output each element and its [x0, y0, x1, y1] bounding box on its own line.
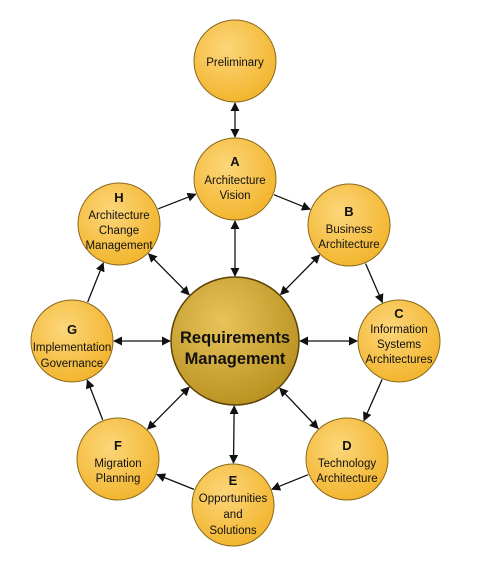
node-b-letter: B	[344, 204, 353, 219]
node-f-line-2: Planning	[96, 473, 141, 485]
node-b-line-2: Architecture	[318, 239, 379, 251]
node-c-information-systems-architectures: C Information Systems Architectures	[357, 299, 441, 383]
arrow-f-to-g	[86, 379, 104, 421]
node-b-circle	[307, 183, 391, 267]
arrow-center-to-e	[229, 405, 239, 464]
node-c-line-2: Systems	[377, 339, 421, 351]
node-b-line-1: Business	[326, 224, 373, 236]
arrow-center-to-b	[279, 254, 321, 296]
arrow-center-to-h	[147, 253, 190, 296]
node-e-letter: E	[229, 473, 238, 488]
node-b-business-architecture: B Business Architecture	[307, 183, 391, 267]
node-h-line-2: Change	[99, 225, 139, 237]
connector-arrows	[86, 102, 384, 491]
node-g-line-1: Implementation	[33, 342, 112, 354]
node-h-architecture-change-management: H Architecture Change Management	[77, 182, 161, 266]
node-c-line-3: Architectures	[365, 354, 432, 366]
arrow-h-to-a	[157, 192, 197, 210]
node-f-migration-planning: F Migration Planning	[76, 417, 160, 501]
node-f-letter: F	[114, 438, 122, 453]
node-f-circle	[76, 417, 160, 501]
arrow-a-to-b	[273, 194, 311, 211]
node-h-line-3: Management	[85, 240, 153, 252]
node-g-letter: G	[67, 322, 77, 337]
arrow-center-to-d	[279, 387, 319, 430]
node-c-circle	[357, 299, 441, 383]
node-d-technology-architecture: D Technology Architecture	[305, 417, 389, 501]
arrow-b-to-c	[365, 263, 384, 304]
arrow-e-to-f	[156, 473, 195, 491]
arrow-d-to-e	[271, 474, 309, 491]
node-preliminary-circle	[193, 19, 277, 103]
node-d-line-1: Technology	[318, 458, 376, 470]
node-a-line-2: Vision	[219, 190, 250, 202]
arrow-g-to-h	[87, 262, 105, 303]
node-e-circle	[191, 463, 275, 547]
node-g-line-2: Governance	[41, 358, 104, 370]
arrow-center-to-f	[146, 386, 190, 430]
node-g-circle	[30, 299, 114, 383]
node-e-line-2: and	[223, 509, 242, 521]
node-a-line-1: Architecture	[204, 175, 265, 187]
node-h-circle	[77, 182, 161, 266]
node-preliminary-label: Preliminary	[206, 57, 264, 69]
node-e-opportunities-and-solutions: E Opportunities and Solutions	[191, 463, 275, 547]
node-a-letter: A	[230, 154, 240, 169]
node-e-line-1: Opportunities	[199, 493, 268, 505]
center-node-line-2: Management	[185, 350, 286, 368]
node-d-letter: D	[342, 438, 351, 453]
node-preliminary: Preliminary	[193, 19, 277, 103]
node-e-line-3: Solutions	[209, 525, 257, 537]
node-h-letter: H	[114, 190, 123, 205]
center-node-circle	[170, 276, 300, 406]
node-c-letter: C	[394, 306, 404, 321]
center-node-line-1: Requirements	[180, 329, 290, 347]
node-d-circle	[305, 417, 389, 501]
node-c-line-1: Information	[370, 324, 428, 336]
node-f-line-1: Migration	[94, 458, 141, 470]
node-g-implementation-governance: G Implementation Governance	[30, 299, 114, 383]
node-a-circle	[193, 137, 277, 221]
node-d-line-2: Architecture	[316, 473, 377, 485]
arrow-c-to-d	[363, 379, 383, 422]
node-h-line-1: Architecture	[88, 210, 149, 222]
node-a-architecture-vision: A Architecture Vision	[193, 137, 277, 221]
center-node-requirements-management: Requirements Management	[170, 276, 300, 406]
